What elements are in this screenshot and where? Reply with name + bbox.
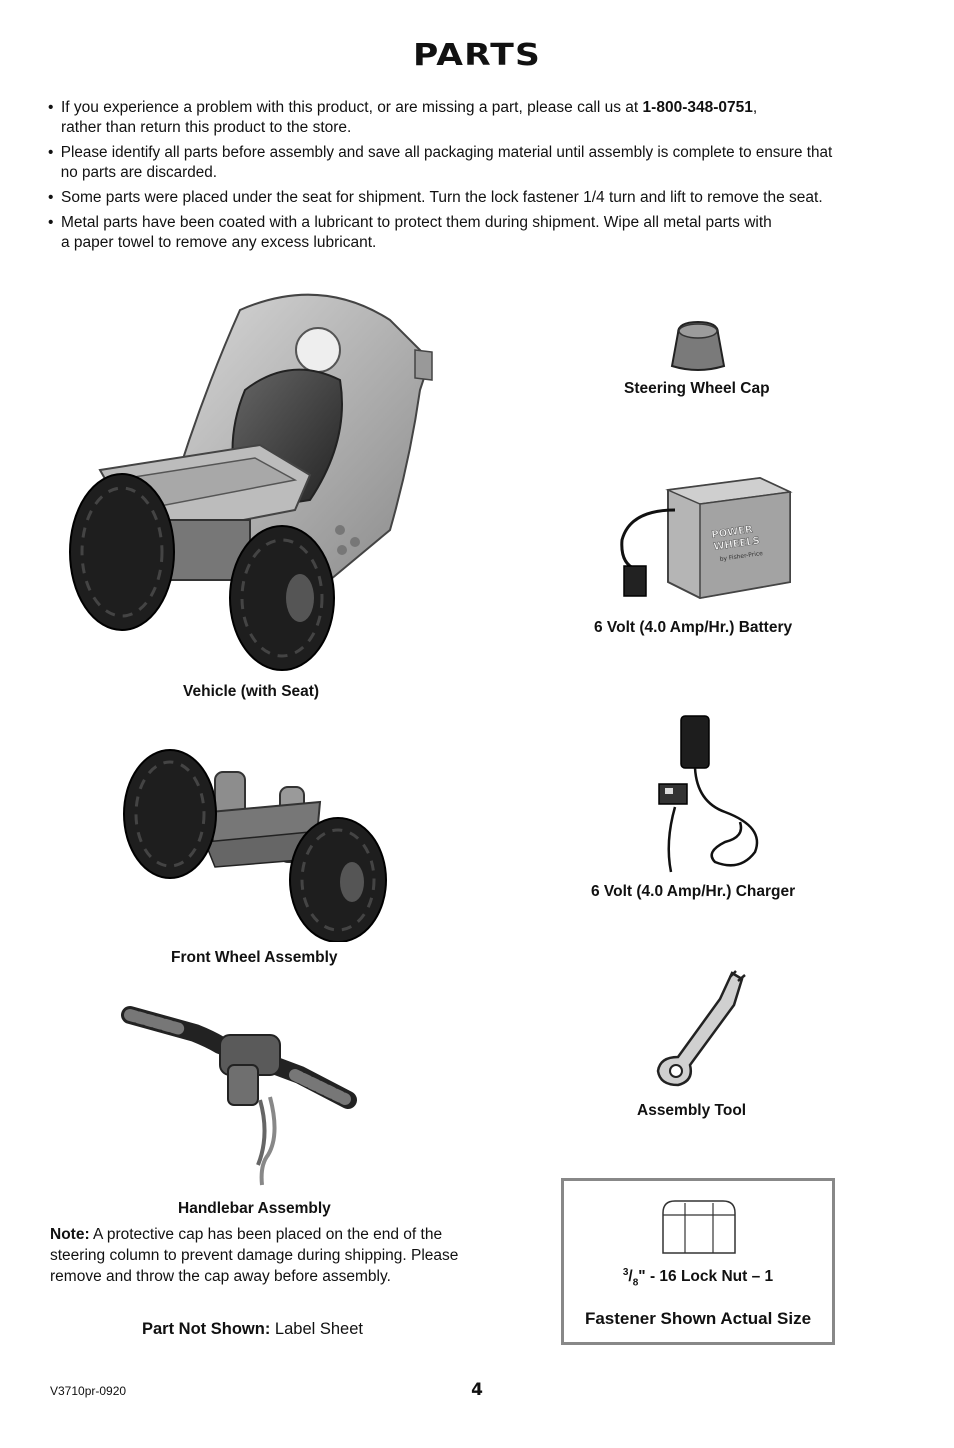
steering-cap-illustration: [670, 320, 726, 371]
handlebar-caption: Handlebar Assembly: [178, 1200, 331, 1217]
assembly-tool-caption: Assembly Tool: [637, 1102, 747, 1119]
vehicle-illustration: [69, 293, 433, 671]
note-text: Note: A protective cap has been placed o…: [50, 1226, 459, 1285]
part-not-shown: Part Not Shown: Label Sheet: [142, 1320, 363, 1338]
page-title: PARTS: [413, 38, 541, 73]
phone-number: 1-800-348-0751: [642, 99, 753, 116]
assembly-tool-illustration: [656, 970, 746, 1087]
steering-cap-caption: Steering Wheel Cap: [624, 380, 770, 397]
lock-nut-label: 3/8" - 16 Lock Nut – 1: [622, 1267, 774, 1289]
instruction-item: Metal parts have been coated with a lubr…: [48, 213, 908, 253]
fastener-box: 3/8" - 16 Lock Nut – 1 Fastener Shown Ac…: [561, 1178, 835, 1345]
instruction-list: If you experience a problem with this pr…: [48, 98, 908, 258]
front-wheel-caption: Front Wheel Assembly: [171, 949, 338, 966]
battery-illustration: POWER WHEELS by Fisher-Price: [620, 476, 793, 600]
page-number: 4: [471, 1380, 483, 1400]
front-wheel-illustration: [123, 749, 387, 942]
lock-nut-illustration: [662, 1200, 736, 1254]
charger-illustration: [658, 715, 759, 873]
instruction-item: Please identify all parts before assembl…: [48, 143, 895, 183]
instruction-item: If you experience a problem with this pr…: [48, 98, 908, 138]
vehicle-caption: Vehicle (with Seat): [183, 683, 320, 700]
fastener-caption: Fastener Shown Actual Size: [584, 1309, 812, 1328]
instruction-item: Some parts were placed under the seat fo…: [48, 188, 908, 208]
charger-caption: 6 Volt (4.0 Amp/Hr.) Charger: [591, 883, 796, 900]
document-code: V3710pr-0920: [50, 1384, 127, 1398]
handlebar-illustration: [121, 1006, 357, 1186]
battery-caption: 6 Volt (4.0 Amp/Hr.) Battery: [594, 619, 793, 636]
